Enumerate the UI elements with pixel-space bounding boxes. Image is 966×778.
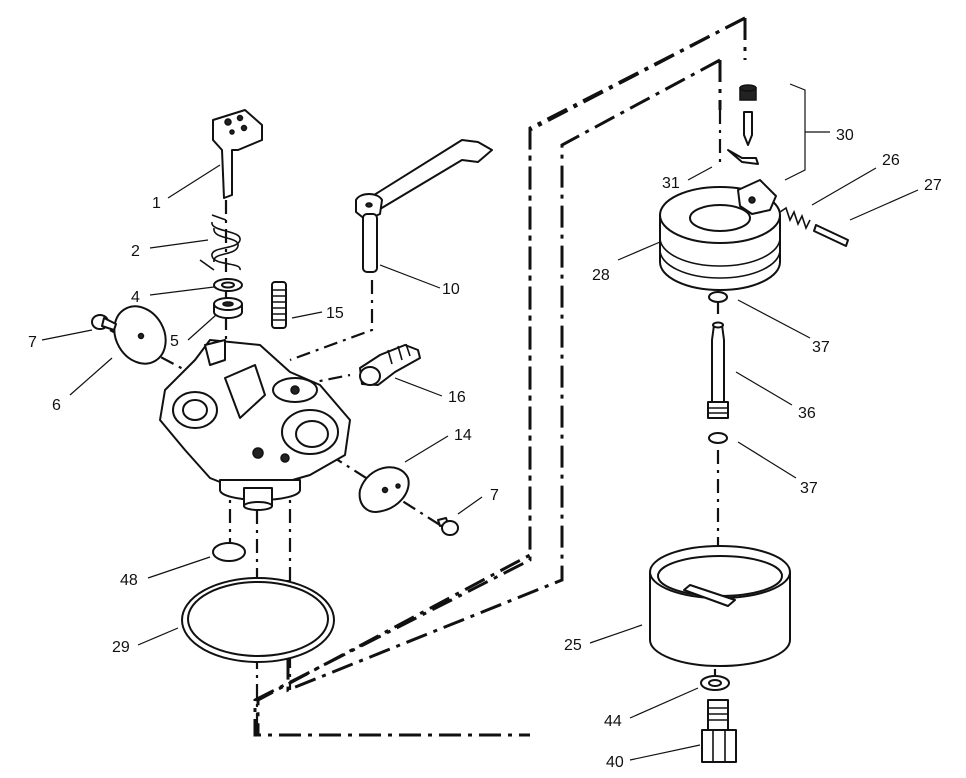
part-float-pin [813,224,849,247]
part-o-ring-lower [708,432,728,444]
callout-5: 5 [170,333,179,350]
part-bowl-nut [701,699,737,763]
part-throttle-shaft [355,139,493,273]
part-bowl-gasket [181,577,335,663]
part-washer [213,278,243,292]
callout-37-upper: 37 [812,339,830,356]
callout-15: 15 [326,305,344,322]
part-spring [199,214,241,271]
part-needle-valve [359,343,421,386]
part-bushing [213,297,243,319]
callout-leaders [41,164,919,761]
alignment-line-inner [286,58,722,693]
callout-27: 27 [924,177,942,194]
part-lever-plate [212,109,263,199]
callout-labels: 1 2 4 5 6 7 7 10 14 15 16 25 26 27 28 29… [28,127,942,771]
callout-37-lower: 37 [800,480,818,497]
callout-48: 48 [120,572,138,589]
callout-25: 25 [564,637,582,654]
callout-7-right: 7 [490,487,499,504]
callout-29: 29 [112,639,130,656]
part-float [659,179,781,291]
callout-16: 16 [448,389,466,406]
part-screw-right [437,517,459,536]
part-throttle-plate-left [113,305,167,365]
callout-30: 30 [836,127,854,144]
callout-36: 36 [798,405,816,422]
alignment-line-outer-2 [256,16,746,735]
callout-7-left: 7 [28,334,37,351]
part-bowl-washer [700,675,730,691]
part-choke-plate [358,466,410,513]
callout-1: 1 [152,195,161,212]
callout-44: 44 [604,713,622,730]
part-idle-screw [271,281,287,329]
part-plug [212,542,246,562]
callout-4: 4 [131,289,140,306]
callout-26: 26 [882,152,900,169]
part-inlet-needle-kit [727,83,830,181]
part-main-nozzle [707,321,729,419]
callout-2: 2 [131,243,140,260]
alignment-lines [109,16,747,737]
alignment-line-bowl-axis [713,110,722,675]
callout-14: 14 [454,427,472,444]
callout-28: 28 [592,267,610,284]
part-o-ring-upper [708,291,728,303]
callout-40: 40 [606,754,624,771]
alignment-line-shaft [289,280,374,362]
part-carburetor-body [159,339,351,511]
part-float-spring [779,206,811,231]
callout-31: 31 [662,175,680,192]
callout-6: 6 [52,397,61,414]
callout-10: 10 [442,281,460,298]
part-screw-left [91,314,117,331]
part-float-bowl [649,545,791,667]
